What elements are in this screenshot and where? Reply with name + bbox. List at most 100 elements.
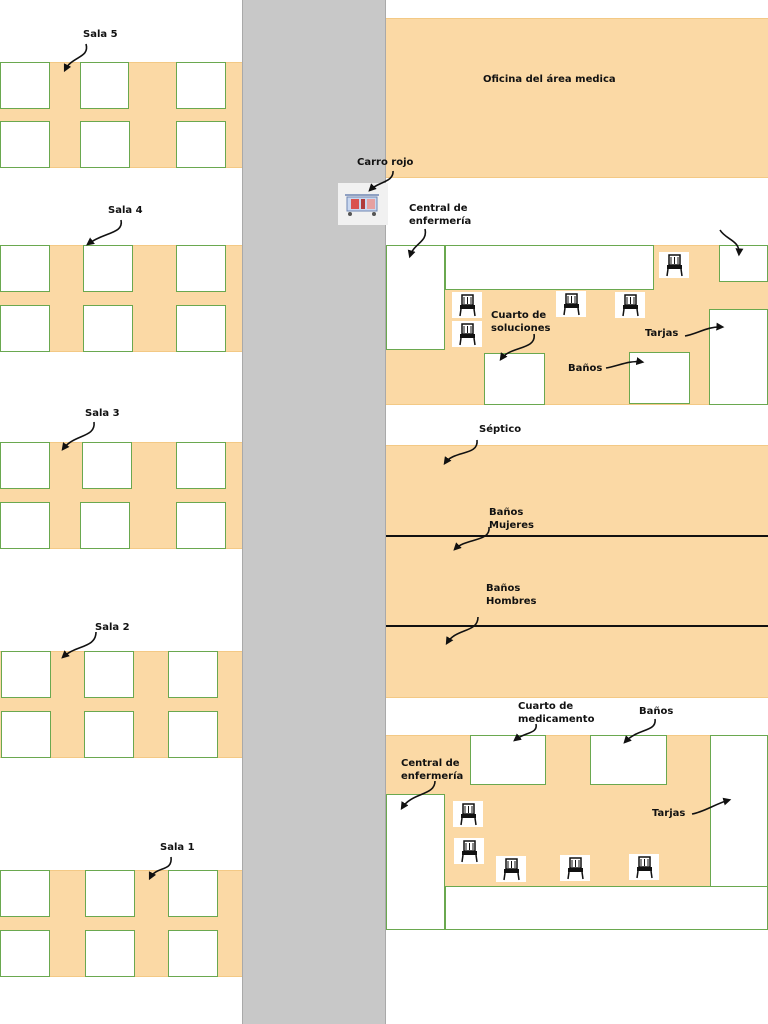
banos-mujeres-label: Baños Mujeres [489, 506, 534, 532]
counter-box-bottom [445, 886, 768, 930]
cuarto-medicamento-label: Cuarto de medicamento [518, 700, 594, 726]
sala-2-label: Sala 2 [95, 622, 130, 633]
curved-arrow-icon [400, 780, 436, 811]
tarjas-2-label: Tarjas [652, 808, 686, 819]
curved-arrow-icon [453, 526, 490, 551]
sala-4-bed [0, 305, 50, 352]
central-enfermeria-1-line1: Central de [409, 203, 468, 214]
sala-3-bed [80, 502, 130, 549]
sala-4-bed [176, 305, 226, 352]
sala-1-bed [0, 930, 50, 977]
sala-4-bed [83, 245, 133, 292]
sala-3-bed [176, 442, 226, 489]
septico-banos-area [386, 445, 768, 698]
sala-1-bed [85, 870, 135, 917]
counter-box [445, 245, 654, 290]
sala-2-bed [1, 711, 51, 758]
sala-5-bed [0, 121, 50, 168]
central-corridor [242, 0, 386, 1024]
sala-2-bed [168, 711, 218, 758]
curved-arrow-icon [719, 229, 744, 257]
sala-3-bed [0, 502, 50, 549]
cuarto-soluciones-label: Cuarto de soluciones [491, 309, 550, 335]
chair-icon [556, 291, 586, 317]
septico-label: Séptico [479, 424, 522, 435]
banos-2-label: Baños [639, 706, 674, 717]
sala-5-bed [176, 121, 226, 168]
chair-icon [615, 292, 645, 318]
oficina-label: Oficina del área medica [483, 74, 616, 85]
chair-icon [453, 801, 483, 827]
tarjas-2-box [710, 735, 768, 887]
central-enfermeria-2-desk [386, 794, 445, 930]
banos-mujeres-line1: Baños [489, 507, 524, 518]
sala-4-label: Sala 4 [108, 205, 143, 216]
banos-1-label: Baños [568, 363, 603, 374]
banos-mujeres-line2: Mujeres [489, 520, 534, 531]
corner-box [719, 245, 768, 282]
chair-icon [659, 252, 689, 278]
banos-hombres-line2: Hombres [486, 596, 537, 607]
curved-arrow-icon [368, 170, 394, 192]
sala-2-bed [84, 651, 134, 698]
sala-5-bed [80, 62, 129, 109]
central-enfermeria-2-line1: Central de [401, 758, 460, 769]
banos-hombres-line1: Baños [486, 583, 521, 594]
curved-arrow-icon [61, 421, 95, 451]
carro-rojo-label: Carro rojo [357, 157, 414, 168]
sala-4-bed [176, 245, 226, 292]
curved-arrow-icon [443, 439, 478, 465]
curved-arrow-icon [445, 616, 479, 646]
chair-icon [452, 292, 482, 318]
curved-arrow-icon [61, 631, 97, 659]
curved-arrow-icon [691, 797, 732, 815]
cuarto-medicamento-line1: Cuarto de [518, 701, 574, 712]
oficina-area [386, 18, 768, 178]
chair-icon [629, 854, 659, 880]
sala-5-bed [176, 62, 226, 109]
sala-2-bed [84, 711, 134, 758]
central-enfermeria-1-desk [386, 245, 445, 350]
sala-1-bed [0, 870, 50, 917]
banos-hombres-label: Baños Hombres [486, 582, 536, 608]
divider-line [386, 625, 768, 627]
chair-icon [452, 321, 482, 347]
curved-arrow-icon [499, 333, 535, 361]
red-cart-icon [338, 183, 388, 225]
sala-1-label: Sala 1 [160, 842, 195, 853]
curved-arrow-icon [513, 723, 537, 742]
cuarto-soluciones-line2: soluciones [491, 323, 551, 334]
central-enfermeria-1-label: Central de enfermería [409, 202, 471, 228]
curved-arrow-icon [63, 43, 88, 73]
curved-arrow-icon [605, 357, 645, 369]
sala-1-bed [168, 870, 218, 917]
divider-line [386, 535, 768, 537]
sala-5-label: Sala 5 [83, 29, 118, 40]
cuarto-medicamento-line2: medicamento [518, 714, 595, 725]
cuarto-soluciones-line1: Cuarto de [491, 310, 547, 321]
central-enfermeria-2-line2: enfermería [401, 771, 464, 782]
curved-arrow-icon [148, 856, 172, 881]
curved-arrow-icon [86, 219, 122, 246]
sala-1-bed [168, 930, 218, 977]
sala-5-bed [0, 62, 50, 109]
sala-3-bed [0, 442, 50, 489]
sala-2-bed [1, 651, 51, 698]
cuarto-medicamento-box [470, 735, 546, 785]
curved-arrow-icon [407, 228, 427, 259]
sala-3-bed [82, 442, 132, 489]
central-enfermeria-1-line2: enfermería [409, 216, 472, 227]
curved-arrow-icon [623, 718, 656, 744]
chair-icon [560, 855, 590, 881]
sala-2-bed [168, 651, 218, 698]
tarjas-1-label: Tarjas [645, 328, 679, 339]
central-enfermeria-2-label: Central de enfermería [401, 757, 463, 783]
cuarto-soluciones-box [484, 353, 545, 405]
sala-3-bed [176, 502, 226, 549]
sala-4-bed [83, 305, 133, 352]
sala-3-label: Sala 3 [85, 408, 120, 419]
chair-icon [496, 856, 526, 882]
chair-icon [454, 838, 484, 864]
sala-1-bed [85, 930, 135, 977]
